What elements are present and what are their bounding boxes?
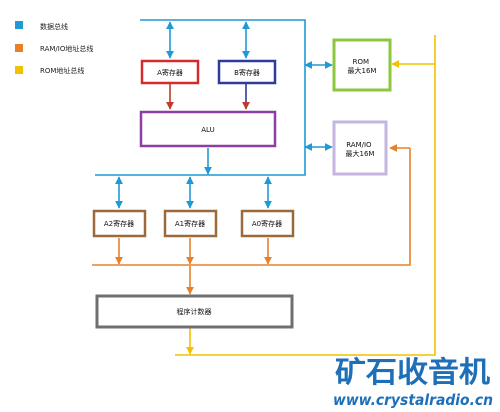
- data-bus: [95, 19, 333, 209]
- alu-block: ALU: [139, 110, 277, 148]
- reg-a-block: A寄存器: [140, 59, 200, 85]
- rom-block: ROM 最大16M: [332, 38, 392, 92]
- watermark-brand: 矿石收音机: [335, 355, 490, 389]
- ramio-label-line-2: 最大16M: [346, 149, 375, 158]
- rom-label-line-2: 最大16M: [348, 66, 377, 75]
- a2-box: [92, 209, 147, 238]
- ramio-box: [332, 120, 388, 176]
- legend-swatch-ramio-bus: [15, 44, 23, 52]
- watermark: 矿石收音机 www.crystalradio.cn: [333, 355, 493, 409]
- ramio-label: RAM/IO 最大16M: [346, 141, 375, 158]
- legend-swatch-data-bus: [15, 21, 23, 29]
- rom-label-line-1: ROM: [353, 58, 369, 66]
- reg-b-box: [217, 59, 277, 85]
- a0-label: A0寄存器: [252, 219, 282, 228]
- ramio-label-line-1: RAM/IO: [346, 141, 372, 149]
- watermark-url: www.crystalradio.cn: [333, 391, 493, 409]
- a1-box: [163, 209, 218, 238]
- a2-block: A2寄存器: [92, 209, 147, 238]
- data-bus-trunk: [95, 19, 306, 176]
- register-to-alu-links: [166, 84, 250, 110]
- a2-label: A2寄存器: [104, 219, 134, 228]
- legend-label-ramio-bus: RAM/IO地址总线: [40, 44, 93, 53]
- alu-box: [139, 110, 277, 148]
- reg-a-box: [140, 59, 200, 85]
- alu-label: ALU: [201, 126, 214, 134]
- rom-address-bus: [175, 35, 436, 356]
- ramio-address-bus: [92, 144, 411, 295]
- pc-box: [95, 294, 294, 329]
- legend-label-data-bus: 数据总线: [40, 22, 68, 31]
- legend: 数据总线 RAM/IO地址总线 ROM地址总线: [15, 21, 93, 75]
- reg-b-block: B寄存器: [217, 59, 277, 85]
- a1-label: A1寄存器: [175, 219, 205, 228]
- rom-label: ROM 最大16M: [348, 58, 377, 75]
- ramio-block: RAM/IO 最大16M: [332, 120, 388, 176]
- ramio-bus-trunk: [92, 148, 411, 266]
- a0-box: [240, 209, 295, 238]
- pc-block: 程序计数器: [95, 294, 294, 329]
- rom-bus-trunk: [175, 35, 436, 356]
- a0-block: A0寄存器: [240, 209, 295, 238]
- rom-box: [332, 38, 392, 92]
- reg-b-label: B寄存器: [234, 68, 260, 77]
- legend-swatch-rom-bus: [15, 66, 23, 74]
- reg-a-label: A寄存器: [157, 68, 183, 77]
- pc-label: 程序计数器: [177, 307, 212, 316]
- a1-block: A1寄存器: [163, 209, 218, 238]
- legend-label-rom-bus: ROM地址总线: [40, 66, 84, 75]
